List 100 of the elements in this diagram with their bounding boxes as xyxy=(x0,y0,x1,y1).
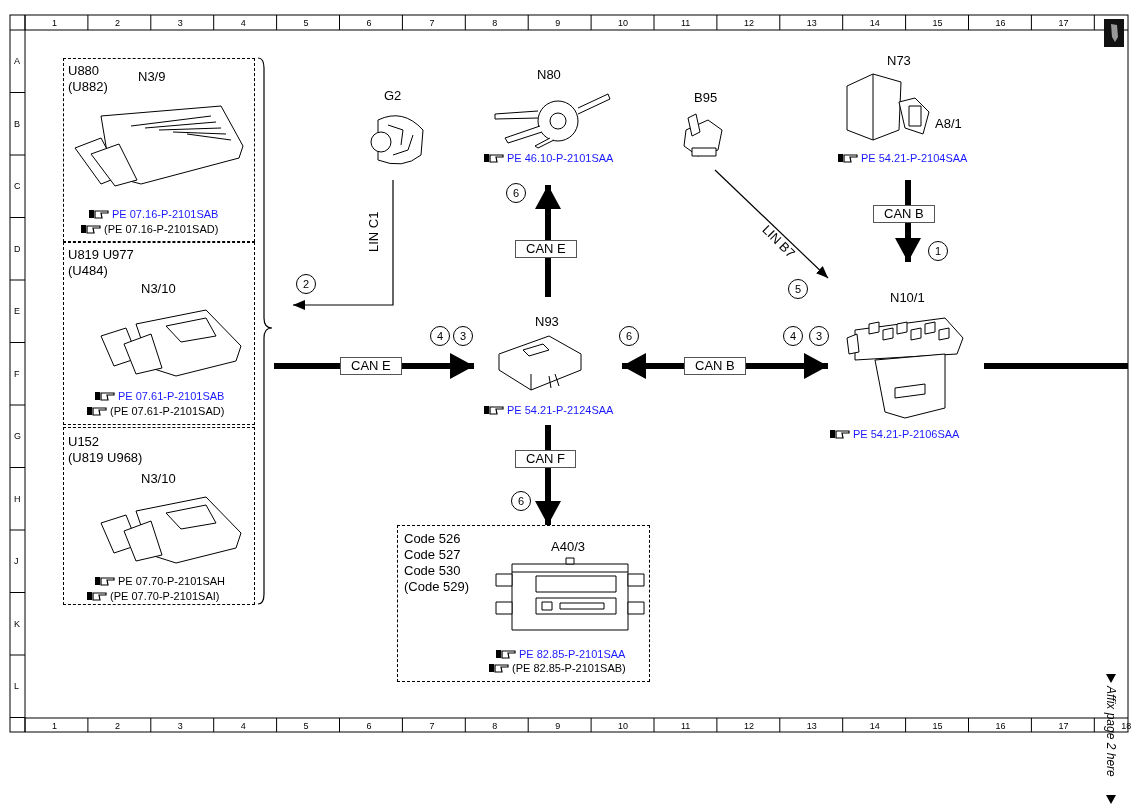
variant-text: U880 (U882) xyxy=(68,63,108,95)
grid-reference: C xyxy=(14,181,21,191)
reference-text: (PE 82.85-P-2101SAB) xyxy=(512,661,626,675)
grid-reference: 14 xyxy=(869,18,880,28)
grid-reference: 2 xyxy=(114,18,120,28)
variant-text: Code 526 Code 527 Code 530 (Code 529) xyxy=(404,531,471,595)
grid-reference: 6 xyxy=(366,18,372,28)
bus-label: CAN E xyxy=(515,240,577,258)
grid-reference: 16 xyxy=(995,721,1006,731)
line-label: LIN C1 xyxy=(366,211,382,252)
grid-reference: 13 xyxy=(806,721,817,731)
callout-number: 6 xyxy=(506,183,526,203)
grid-reference: 16 xyxy=(995,18,1006,28)
reference-text: (PE 07.70-P-2101SAI) xyxy=(110,589,220,603)
line-label: LIN B7 xyxy=(758,222,799,262)
bus-label: CAN E xyxy=(340,357,402,375)
grid-reference: 15 xyxy=(932,721,943,731)
grid-reference: 12 xyxy=(743,721,754,731)
callout-number: 3 xyxy=(809,326,829,346)
callout-number: 4 xyxy=(783,326,803,346)
grid-reference: 8 xyxy=(492,721,498,731)
grid-reference: 12 xyxy=(743,18,754,28)
grid-reference: G xyxy=(14,431,21,441)
grid-reference: 3 xyxy=(177,721,183,731)
grid-reference: L xyxy=(14,681,19,691)
reference-text: PE 54.21-P-2124SAA xyxy=(507,403,614,417)
grid-reference: 5 xyxy=(303,18,309,28)
grid-reference: B xyxy=(14,118,20,129)
grid-reference: 17 xyxy=(1058,721,1069,731)
grid-reference: 10 xyxy=(618,721,629,731)
grid-reference: 17 xyxy=(1058,18,1069,28)
arrow xyxy=(714,169,829,279)
grid-reference: 15 xyxy=(932,18,943,28)
grid-reference: J xyxy=(14,556,19,566)
reference-text: PE 07.70-P-2101SAH xyxy=(118,574,225,588)
callout-number: 2 xyxy=(296,274,316,294)
component-label: G2 xyxy=(384,88,402,104)
component-label: N3/9 xyxy=(138,69,166,85)
grid-reference: 1 xyxy=(52,18,57,28)
component-label: N73 xyxy=(887,53,911,69)
reference-text: PE 54.21-P-2104SAA xyxy=(861,151,968,165)
bus-arrow xyxy=(535,185,561,297)
grid-reference: F xyxy=(14,368,20,379)
grid-reference: 3 xyxy=(177,18,183,28)
grid-reference: K xyxy=(14,618,20,629)
reference-text: (PE 07.61-P-2101SAD) xyxy=(110,404,225,418)
grid-reference: 4 xyxy=(240,721,246,731)
note-text: Affix page 2 here xyxy=(1103,686,1119,777)
dashed-group-box xyxy=(63,427,255,605)
reference-text: PE 82.85-P-2101SAA xyxy=(519,647,626,661)
grid-reference: 8 xyxy=(492,18,498,28)
grid-reference: 2 xyxy=(114,721,120,731)
reference-text: (PE 07.16-P-2101SAD) xyxy=(104,222,219,236)
grid-reference: 18 xyxy=(1121,721,1132,731)
callout-number: 1 xyxy=(928,241,948,261)
grid-reference: A xyxy=(14,56,20,66)
dashed-group-box xyxy=(63,242,255,425)
dashed-group-box xyxy=(397,525,650,682)
arrow xyxy=(292,179,394,310)
grid-reference: 14 xyxy=(869,721,880,731)
callout-number: 4 xyxy=(430,326,450,346)
grid-reference: 1 xyxy=(52,721,57,731)
grid-reference: H xyxy=(14,493,21,504)
grid-reference: 6 xyxy=(366,721,372,731)
variant-text: U819 U977 (U484) xyxy=(68,247,134,279)
grid-reference: D xyxy=(14,243,21,254)
dashed-group-box xyxy=(63,58,255,242)
callout-number: 3 xyxy=(453,326,473,346)
bus-arrow xyxy=(895,180,921,262)
component-label: N3/10 xyxy=(141,281,176,297)
reference-text: PE 54.21-P-2106SAA xyxy=(853,427,960,441)
component-label: N93 xyxy=(535,314,559,330)
bus-label: CAN B xyxy=(873,205,935,223)
component-label: A40/3 xyxy=(551,539,585,555)
reference-text: PE 07.16-P-2101SAB xyxy=(112,207,219,221)
grid-reference: 4 xyxy=(240,18,246,28)
reference-text: PE 46.10-P-2101SAA xyxy=(507,151,614,165)
variant-text: U152 (U819 U968) xyxy=(68,434,143,466)
component-label: N10/1 xyxy=(890,290,925,306)
reference-text: PE 07.61-P-2101SAB xyxy=(118,389,225,403)
component-label: N80 xyxy=(537,67,561,83)
grid-reference: E xyxy=(14,306,20,316)
component-label: A8/1 xyxy=(935,116,962,132)
grid-reference: 11 xyxy=(681,721,691,731)
grid-reference: 9 xyxy=(555,18,561,28)
bus-label: CAN B xyxy=(684,357,746,375)
grid-reference: 13 xyxy=(806,18,817,28)
component-label: B95 xyxy=(694,90,718,106)
grid-reference: 9 xyxy=(555,721,561,731)
grid-reference: 11 xyxy=(681,18,691,28)
callout-number: 6 xyxy=(619,326,639,346)
bus-arrow xyxy=(535,425,561,525)
component-label: N3/10 xyxy=(141,471,176,487)
grid-reference: 10 xyxy=(618,18,629,28)
grid-reference: 7 xyxy=(429,721,435,731)
grid-reference: 7 xyxy=(429,18,435,28)
grid-reference: 5 xyxy=(303,721,309,731)
callout-number: 6 xyxy=(511,491,531,511)
callout-number: 5 xyxy=(788,279,808,299)
bus-label: CAN F xyxy=(515,450,576,468)
